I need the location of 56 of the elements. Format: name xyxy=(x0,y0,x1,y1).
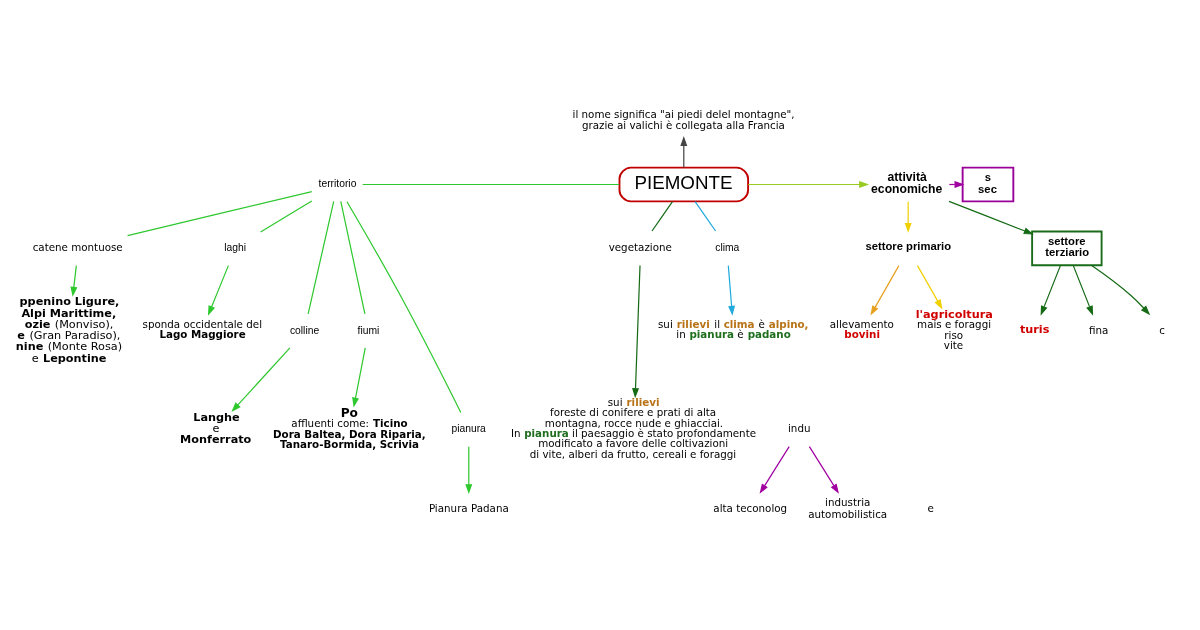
connector xyxy=(651,201,674,232)
connector xyxy=(260,200,313,233)
arrow xyxy=(231,347,291,412)
node-box: settore terziario xyxy=(1031,230,1103,267)
label: e xyxy=(927,501,934,514)
arrow xyxy=(352,347,366,408)
node-box: s sec xyxy=(961,166,1015,203)
node-text: ppenino Ligure, Alpi Marittime, ozie (Monviso), e (Gran Paradiso), nine (Monte Rosa) e Lepontine xyxy=(15,295,123,365)
node-text: clima xyxy=(715,241,740,253)
node-text: catene montuose xyxy=(32,240,123,253)
arrow xyxy=(1040,265,1061,316)
arrow xyxy=(904,201,912,233)
connector xyxy=(362,183,620,186)
arrow xyxy=(747,181,870,188)
arrow xyxy=(208,265,229,316)
node-text: industria automobilistica xyxy=(808,496,888,520)
node-text: Po affluenti come: Ticino Dora Baltea, Dora Riparia, Tanaro-Bormida, Scrivia xyxy=(273,405,426,451)
node-text: territorio xyxy=(318,178,357,190)
arrow xyxy=(948,200,1034,235)
node-text: Pianura Padana xyxy=(428,501,509,514)
arrow xyxy=(1091,264,1151,316)
arrow xyxy=(465,446,473,495)
node-text: pianura xyxy=(451,423,486,435)
node-text: fina xyxy=(1088,323,1109,336)
node-text: alta teconolog xyxy=(713,501,788,514)
node-box: PIEMONTE xyxy=(618,166,750,203)
node-text: Langhe e Monferrato xyxy=(180,410,252,447)
node-text: laghi xyxy=(224,241,247,253)
arrow xyxy=(680,136,688,168)
arrow xyxy=(632,264,641,399)
node-text: turis xyxy=(1019,322,1050,336)
connector xyxy=(307,200,335,315)
node-text: indu xyxy=(788,422,811,435)
node-text: allevamento bovini xyxy=(829,317,894,341)
node-text: vegetazione xyxy=(608,240,672,253)
arrow xyxy=(1072,265,1094,316)
node-text: attività economiche xyxy=(871,170,943,197)
connector xyxy=(346,201,462,414)
arrow xyxy=(70,265,78,297)
node-text: c xyxy=(1159,323,1165,336)
arrow xyxy=(808,446,839,494)
node-text: sponda occidentale del Lago Maggiore xyxy=(142,317,263,341)
connector xyxy=(340,200,366,315)
node-text: il nome significa "ai piedi delel montagne", grazie ai valichi è collegata alla Francia xyxy=(572,107,795,131)
node-text: settore primario xyxy=(865,240,952,253)
node-text: sui rilievi foreste di conifere e prati di alta montagna, rocce nude e ghiacciai. In pianura il paesaggio è stato profondamente modificato a favore delle coltivazioni di vite, alberi da frutto, cereali e foraggi xyxy=(511,395,757,460)
arrow xyxy=(916,265,943,310)
arrow xyxy=(727,265,736,316)
connector xyxy=(694,201,717,232)
node-text: colline xyxy=(289,324,320,336)
node-text: fiumi xyxy=(357,324,380,336)
node-text: sui rilievi il clima è alpino, in pianura è padano xyxy=(657,317,809,341)
connector xyxy=(126,190,313,237)
arrow xyxy=(759,446,790,494)
arrow xyxy=(870,265,900,316)
node-text: l'agricoltura mais e foraggi riso vite xyxy=(915,307,993,352)
